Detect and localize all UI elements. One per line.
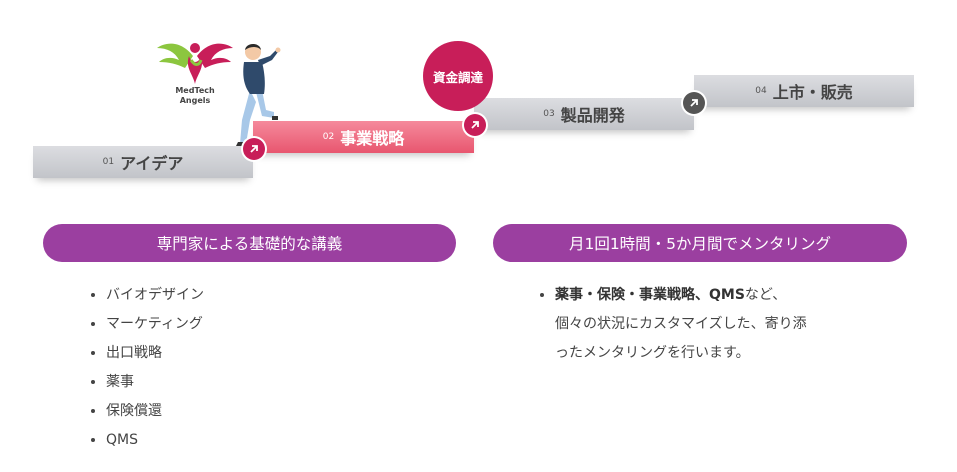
list-item: 保険償還 — [106, 397, 204, 426]
arrow-up-right-icon — [683, 92, 705, 114]
step-number: 02 — [322, 132, 335, 142]
step-02-business-strategy: 02 事業戦略 — [253, 121, 474, 153]
logo-line-2: Angels — [179, 96, 211, 105]
logo-line-1: MedTech — [175, 86, 215, 95]
mentoring-list: 薬事・保険・事業戦略、QMSなど、 個々の状況にカスタマイズした、寄り添 ったメ… — [533, 281, 895, 368]
funding-badge: 資金調達 — [423, 41, 493, 111]
step-04-launch-sales: 04 上市・販売 — [694, 75, 914, 107]
step-03-product-development: 03 製品開発 — [474, 98, 694, 130]
step-label: 製品開発 — [560, 106, 625, 125]
list-item: 出口戦略 — [106, 339, 204, 368]
mentoring-line-3: ったメンタリングを行います。 — [555, 345, 750, 361]
mentoring-title-pill: 月1回1時間・5か月間でメンタリング — [493, 224, 907, 262]
arrow-up-right-icon — [464, 114, 486, 136]
arrow-up-right-icon — [243, 138, 265, 160]
step-01-idea: 01 アイデア — [33, 146, 253, 178]
step-label: 上市・販売 — [772, 83, 853, 102]
list-item: マーケティング — [106, 310, 204, 339]
lectures-list: バイオデザイン マーケティング 出口戦略 薬事 保険償還 QMS — [84, 281, 204, 455]
medtech-angels-logo: MedTech Angels — [155, 34, 235, 108]
step-number: 04 — [755, 86, 767, 96]
mentoring-line-1: など、 — [744, 287, 787, 303]
mentoring-topics: 薬事・保険・事業戦略、QMS — [555, 287, 745, 303]
step-number: 03 — [543, 109, 555, 119]
mentoring-line-2: 個々の状況にカスタマイズした、寄り添 — [555, 316, 807, 332]
person-climbing-illustration — [236, 44, 281, 146]
step-label: 事業戦略 — [340, 129, 405, 148]
step-number: 01 — [102, 157, 115, 167]
list-item: QMS — [106, 426, 204, 455]
list-item: 薬事 — [106, 368, 204, 397]
angel-wings-icon — [157, 43, 233, 84]
lectures-title-pill: 専門家による基礎的な講義 — [43, 224, 456, 262]
step-label: アイデア — [120, 154, 184, 173]
list-item: 薬事・保険・事業戦略、QMSなど、 個々の状況にカスタマイズした、寄り添 ったメ… — [555, 281, 895, 368]
list-item: バイオデザイン — [106, 281, 204, 310]
